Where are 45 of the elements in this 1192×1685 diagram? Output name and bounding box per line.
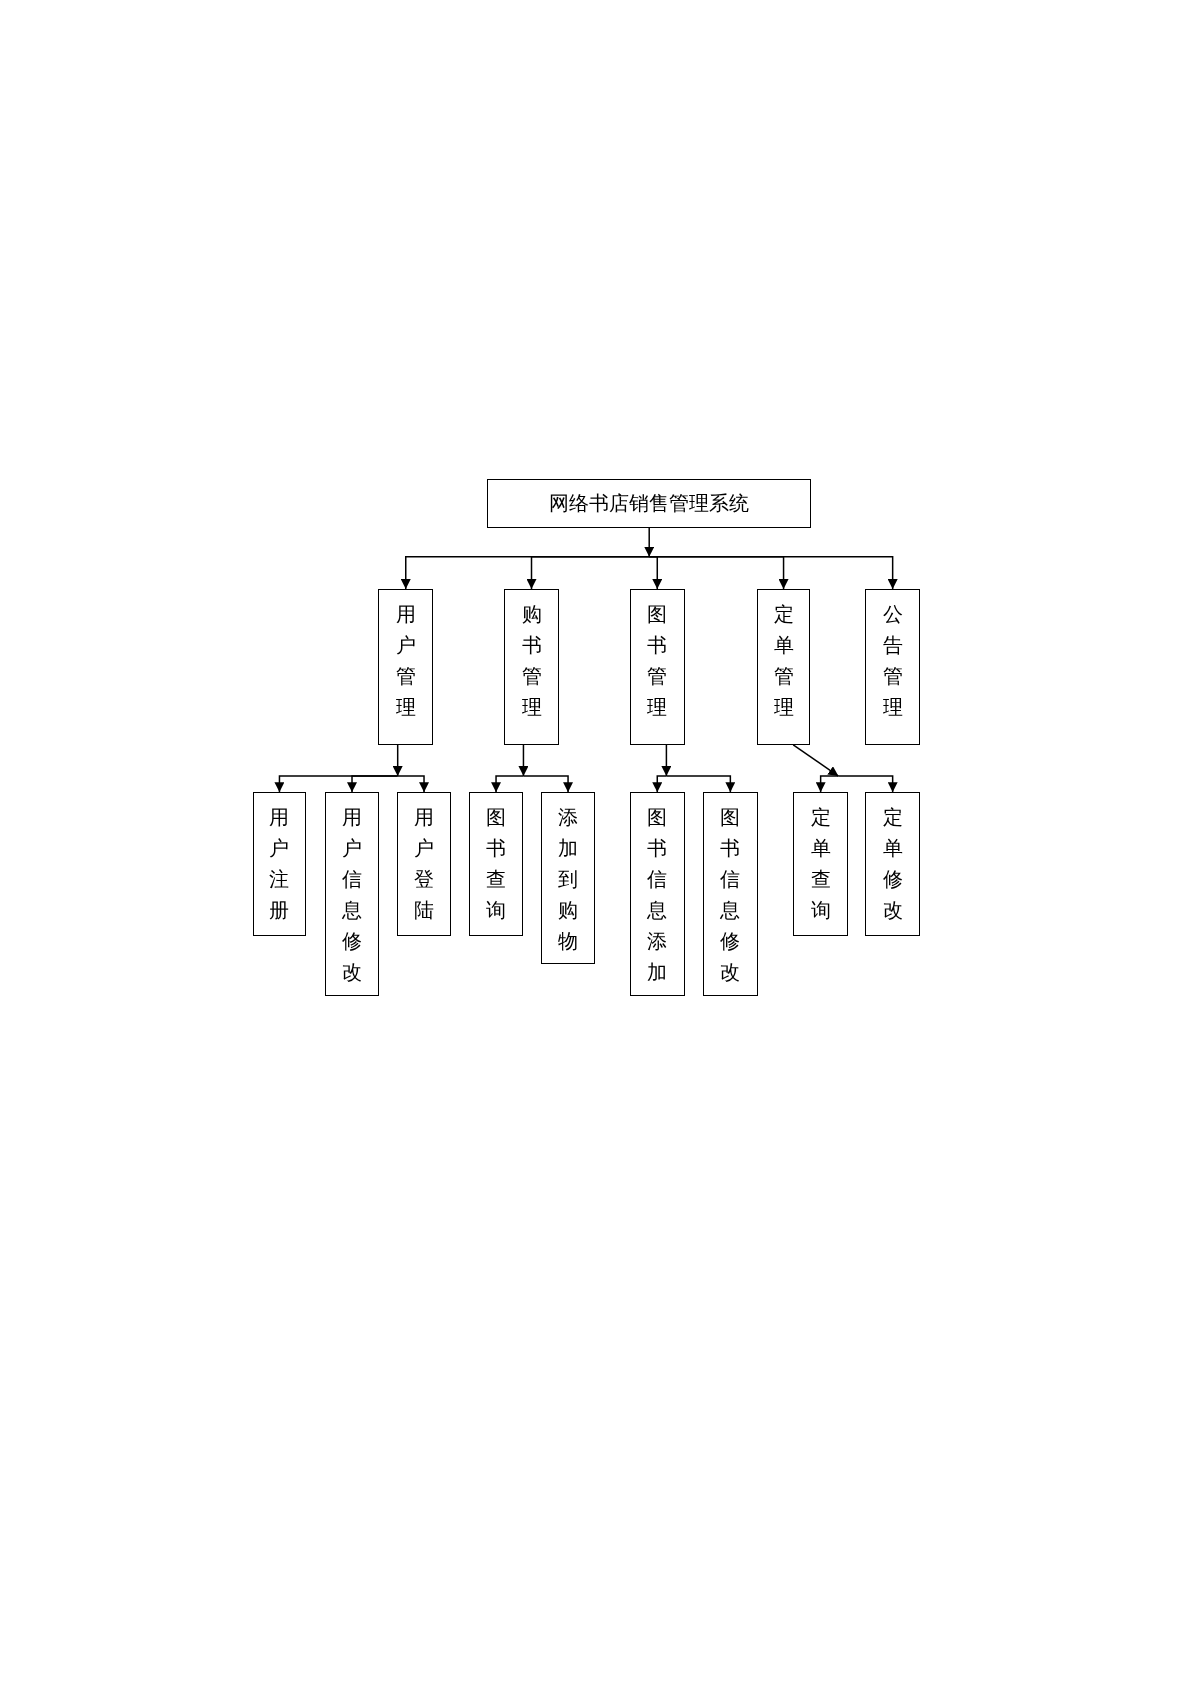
module-box [865,792,921,937]
arrow [522,775,574,793]
module-box [629,792,685,997]
module-label: 用户登陆 [413,804,435,925]
arrow [661,744,672,777]
module-label: 定单修改 [881,804,904,925]
arrow [792,744,840,777]
module-box [504,589,559,745]
module-label: 公告管理 [881,601,904,721]
module-box [396,792,452,937]
module-label: 定单管理 [772,601,795,721]
arrow [392,744,403,777]
module-label: 图书管理 [646,601,669,721]
module-label: 用户管理 [394,601,417,721]
arrow [347,775,399,793]
module-box [702,792,758,997]
module-label: 定单查询 [809,804,832,925]
module-label: 购书管理 [520,601,543,721]
module-label: 用户信息修改 [341,804,363,987]
arrow [837,775,898,793]
arrow [644,527,655,558]
module-box [468,792,524,937]
module-label: 图书信息添加 [646,804,669,987]
module-box [756,589,811,745]
module-box [324,792,380,997]
module-box [378,589,434,745]
arrow [518,744,529,777]
arrow [652,775,668,793]
module-label: 添加到购物 [557,804,580,956]
arrow [665,775,736,793]
arrow [648,556,898,590]
module-box [793,792,849,937]
module-label: 网络书店销售管理系统 [549,490,750,518]
module-label: 图书查询 [485,804,508,925]
arrow [396,775,430,793]
arrow [526,556,650,590]
module-box [540,792,596,965]
module-box [865,589,921,745]
arrow [815,775,840,793]
module-box [629,589,685,745]
title-box [486,479,812,528]
module-label: 用户注册 [268,804,291,925]
module-label: 图书信息修改 [719,804,742,987]
module-box [252,792,307,937]
arrow [491,775,525,793]
